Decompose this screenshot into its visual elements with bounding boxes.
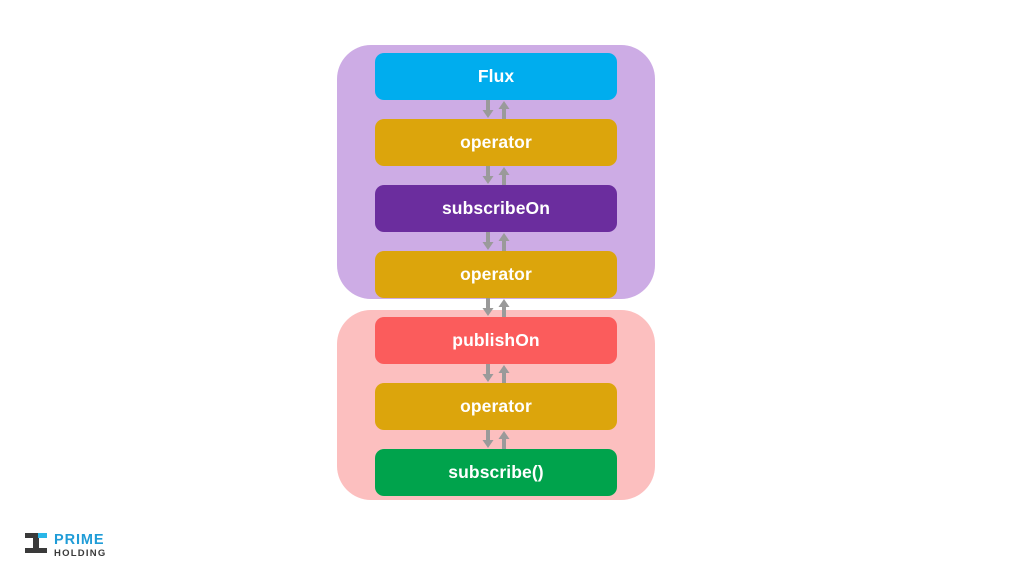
node-subscribe[interactable]: subscribe() — [375, 449, 617, 496]
node-operator-1[interactable]: operator — [375, 119, 617, 166]
node-operator-3-label: operator — [460, 396, 532, 416]
node-subscribe-on-label: subscribeOn — [441, 198, 551, 218]
node-publish-on[interactable]: publishOn — [375, 317, 617, 364]
node-publish-on-label: publishOn — [452, 330, 540, 350]
node-subscribe-label: subscribe() — [448, 462, 544, 482]
node-operator-1-label: operator — [460, 132, 532, 152]
i-beam-icon — [24, 531, 48, 560]
pipeline-diagram: Flux operator subscribeOn — [337, 45, 655, 500]
node-operator-2-label: operator — [460, 264, 532, 284]
logo-primary-text: PRIME — [54, 531, 105, 548]
node-flux-label: Flux — [477, 66, 515, 86]
node-flux[interactable]: Flux — [375, 53, 617, 100]
prime-holding-logo: PRIME HOLDING — [24, 531, 107, 560]
logo-wordmark: PRIME HOLDING — [54, 531, 107, 559]
logo-secondary-text: HOLDING — [54, 548, 107, 559]
node-operator-2[interactable]: operator — [375, 251, 617, 298]
node-operator-3[interactable]: operator — [375, 383, 617, 430]
node-subscribe-on[interactable]: subscribeOn — [375, 185, 617, 232]
